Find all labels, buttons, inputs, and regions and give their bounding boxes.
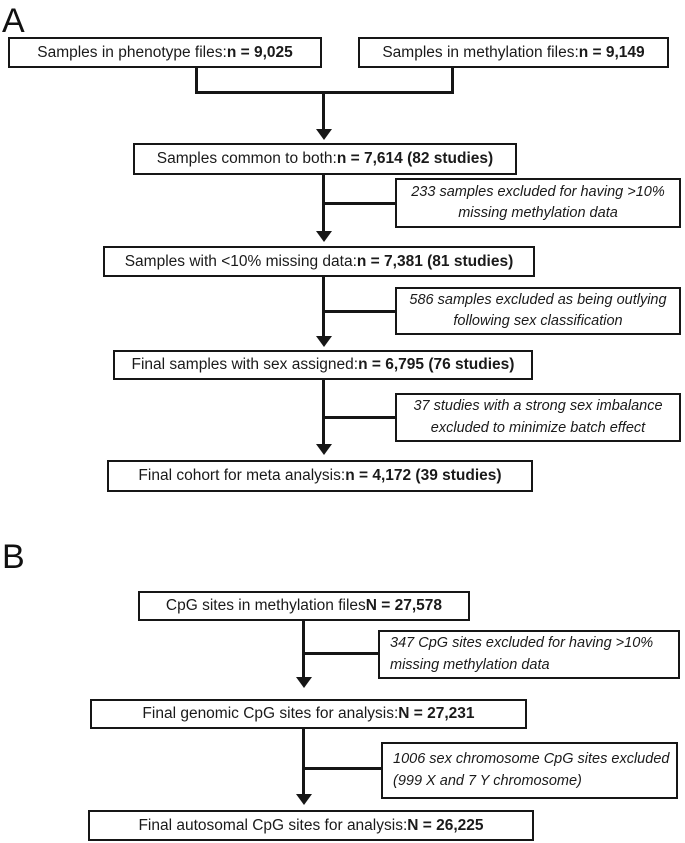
connector-line-down-1 bbox=[322, 91, 325, 130]
note-line: excluded to minimize batch effect bbox=[430, 419, 646, 436]
exclusion-note-cpg-missing: 347 CpG sites excluded for having >10% m… bbox=[378, 630, 680, 679]
flow-box-cpg-sites: CpG sites in methylation files N = 27,57… bbox=[138, 591, 470, 621]
note-line: following sex classification bbox=[453, 313, 623, 329]
flow-box-autosomal-cpg: Final autosomal CpG sites for analysis: … bbox=[88, 810, 534, 841]
flow-box-text: Samples with <10% missing data: bbox=[124, 252, 357, 270]
exclusion-note-missing-data: 233 samples excluded for having >10% mis… bbox=[395, 178, 681, 228]
flow-box-value: n = 6,795 (76 studies) bbox=[358, 356, 515, 373]
note-line: 347 CpG sites excluded for having >10% bbox=[390, 635, 654, 652]
connector-branch-3 bbox=[323, 416, 395, 419]
note-line: (999 X and 7 Y chromosome) bbox=[393, 772, 582, 789]
flow-box-text: Final samples with sex assigned: bbox=[131, 356, 359, 373]
flow-box-value: N = 26,225 bbox=[407, 816, 484, 834]
connector-line-down-4 bbox=[322, 380, 325, 445]
connector-branch-5 bbox=[303, 767, 381, 770]
flow-box-text: Samples in phenotype files: bbox=[37, 43, 227, 61]
connector-line-left bbox=[195, 68, 198, 94]
note-line: 37 studies with a strong sex imbalance bbox=[413, 398, 663, 415]
arrow-down-icon bbox=[316, 444, 332, 455]
arrow-down-icon bbox=[296, 794, 312, 805]
note-line: 586 samples excluded as being outlying bbox=[409, 291, 667, 308]
arrow-down-icon bbox=[316, 336, 332, 347]
flow-box-text: Final autosomal CpG sites for analysis: bbox=[138, 816, 408, 834]
flow-box-value: n = 7,614 (82 studies) bbox=[336, 150, 494, 167]
flow-box-sex-assigned-samples: Final samples with sex assigned: n = 6,7… bbox=[113, 350, 533, 380]
connector-line-down-5 bbox=[302, 621, 305, 678]
connector-line-down-3 bbox=[322, 277, 325, 337]
flow-box-common-samples: Samples common to both: n = 7,614 (82 st… bbox=[133, 143, 517, 175]
flow-box-text: Final cohort for meta analysis: bbox=[138, 467, 346, 484]
flow-box-low-missing-samples: Samples with <10% missing data: n = 7,38… bbox=[103, 246, 535, 277]
flow-box-value: N = 27,231 bbox=[398, 705, 475, 722]
flow-box-text: Final genomic CpG sites for analysis: bbox=[142, 705, 399, 722]
flow-box-methylation-samples: Samples in methylation files: n = 9,149 bbox=[358, 37, 669, 68]
note-line: 1006 sex chromosome CpG sites excluded bbox=[393, 751, 670, 768]
flow-box-value: n = 4,172 (39 studies) bbox=[345, 467, 502, 484]
note-line: missing methylation data bbox=[390, 656, 550, 673]
connector-branch-1 bbox=[323, 202, 395, 205]
note-line: missing methylation data bbox=[458, 205, 618, 221]
arrow-down-icon bbox=[316, 129, 332, 140]
flow-box-value: n = 7,381 (81 studies) bbox=[356, 252, 514, 270]
arrow-down-icon bbox=[296, 677, 312, 688]
flow-box-genomic-cpg: Final genomic CpG sites for analysis: N … bbox=[90, 699, 527, 729]
connector-line-down-6 bbox=[302, 729, 305, 795]
exclusion-note-sex-chromosome: 1006 sex chromosome CpG sites excluded (… bbox=[381, 742, 678, 799]
exclusion-note-sex-imbalance: 37 studies with a strong sex imbalance e… bbox=[395, 393, 681, 442]
flow-box-text: Samples common to both: bbox=[156, 150, 337, 167]
flow-box-final-cohort: Final cohort for meta analysis: n = 4,17… bbox=[107, 460, 533, 492]
connector-line-right bbox=[451, 68, 454, 94]
exclusion-note-outlying-sex: 586 samples excluded as being outlying f… bbox=[395, 287, 681, 335]
connector-branch-4 bbox=[303, 652, 378, 655]
flow-box-text: CpG sites in methylation files bbox=[165, 597, 366, 614]
flow-box-phenotype-samples: Samples in phenotype files: n = 9,025 bbox=[8, 37, 322, 68]
panel-b-label: B bbox=[2, 538, 25, 576]
flow-box-value: N = 27,578 bbox=[365, 597, 443, 614]
flow-box-text: Samples in methylation files: bbox=[382, 43, 579, 61]
flow-box-value: n = 9,149 bbox=[578, 43, 645, 61]
note-line: 233 samples excluded for having >10% bbox=[411, 183, 665, 200]
panel-a-label: A bbox=[2, 2, 25, 40]
arrow-down-icon bbox=[316, 231, 332, 242]
connector-branch-2 bbox=[323, 310, 395, 313]
flow-box-value: n = 9,025 bbox=[226, 43, 293, 61]
